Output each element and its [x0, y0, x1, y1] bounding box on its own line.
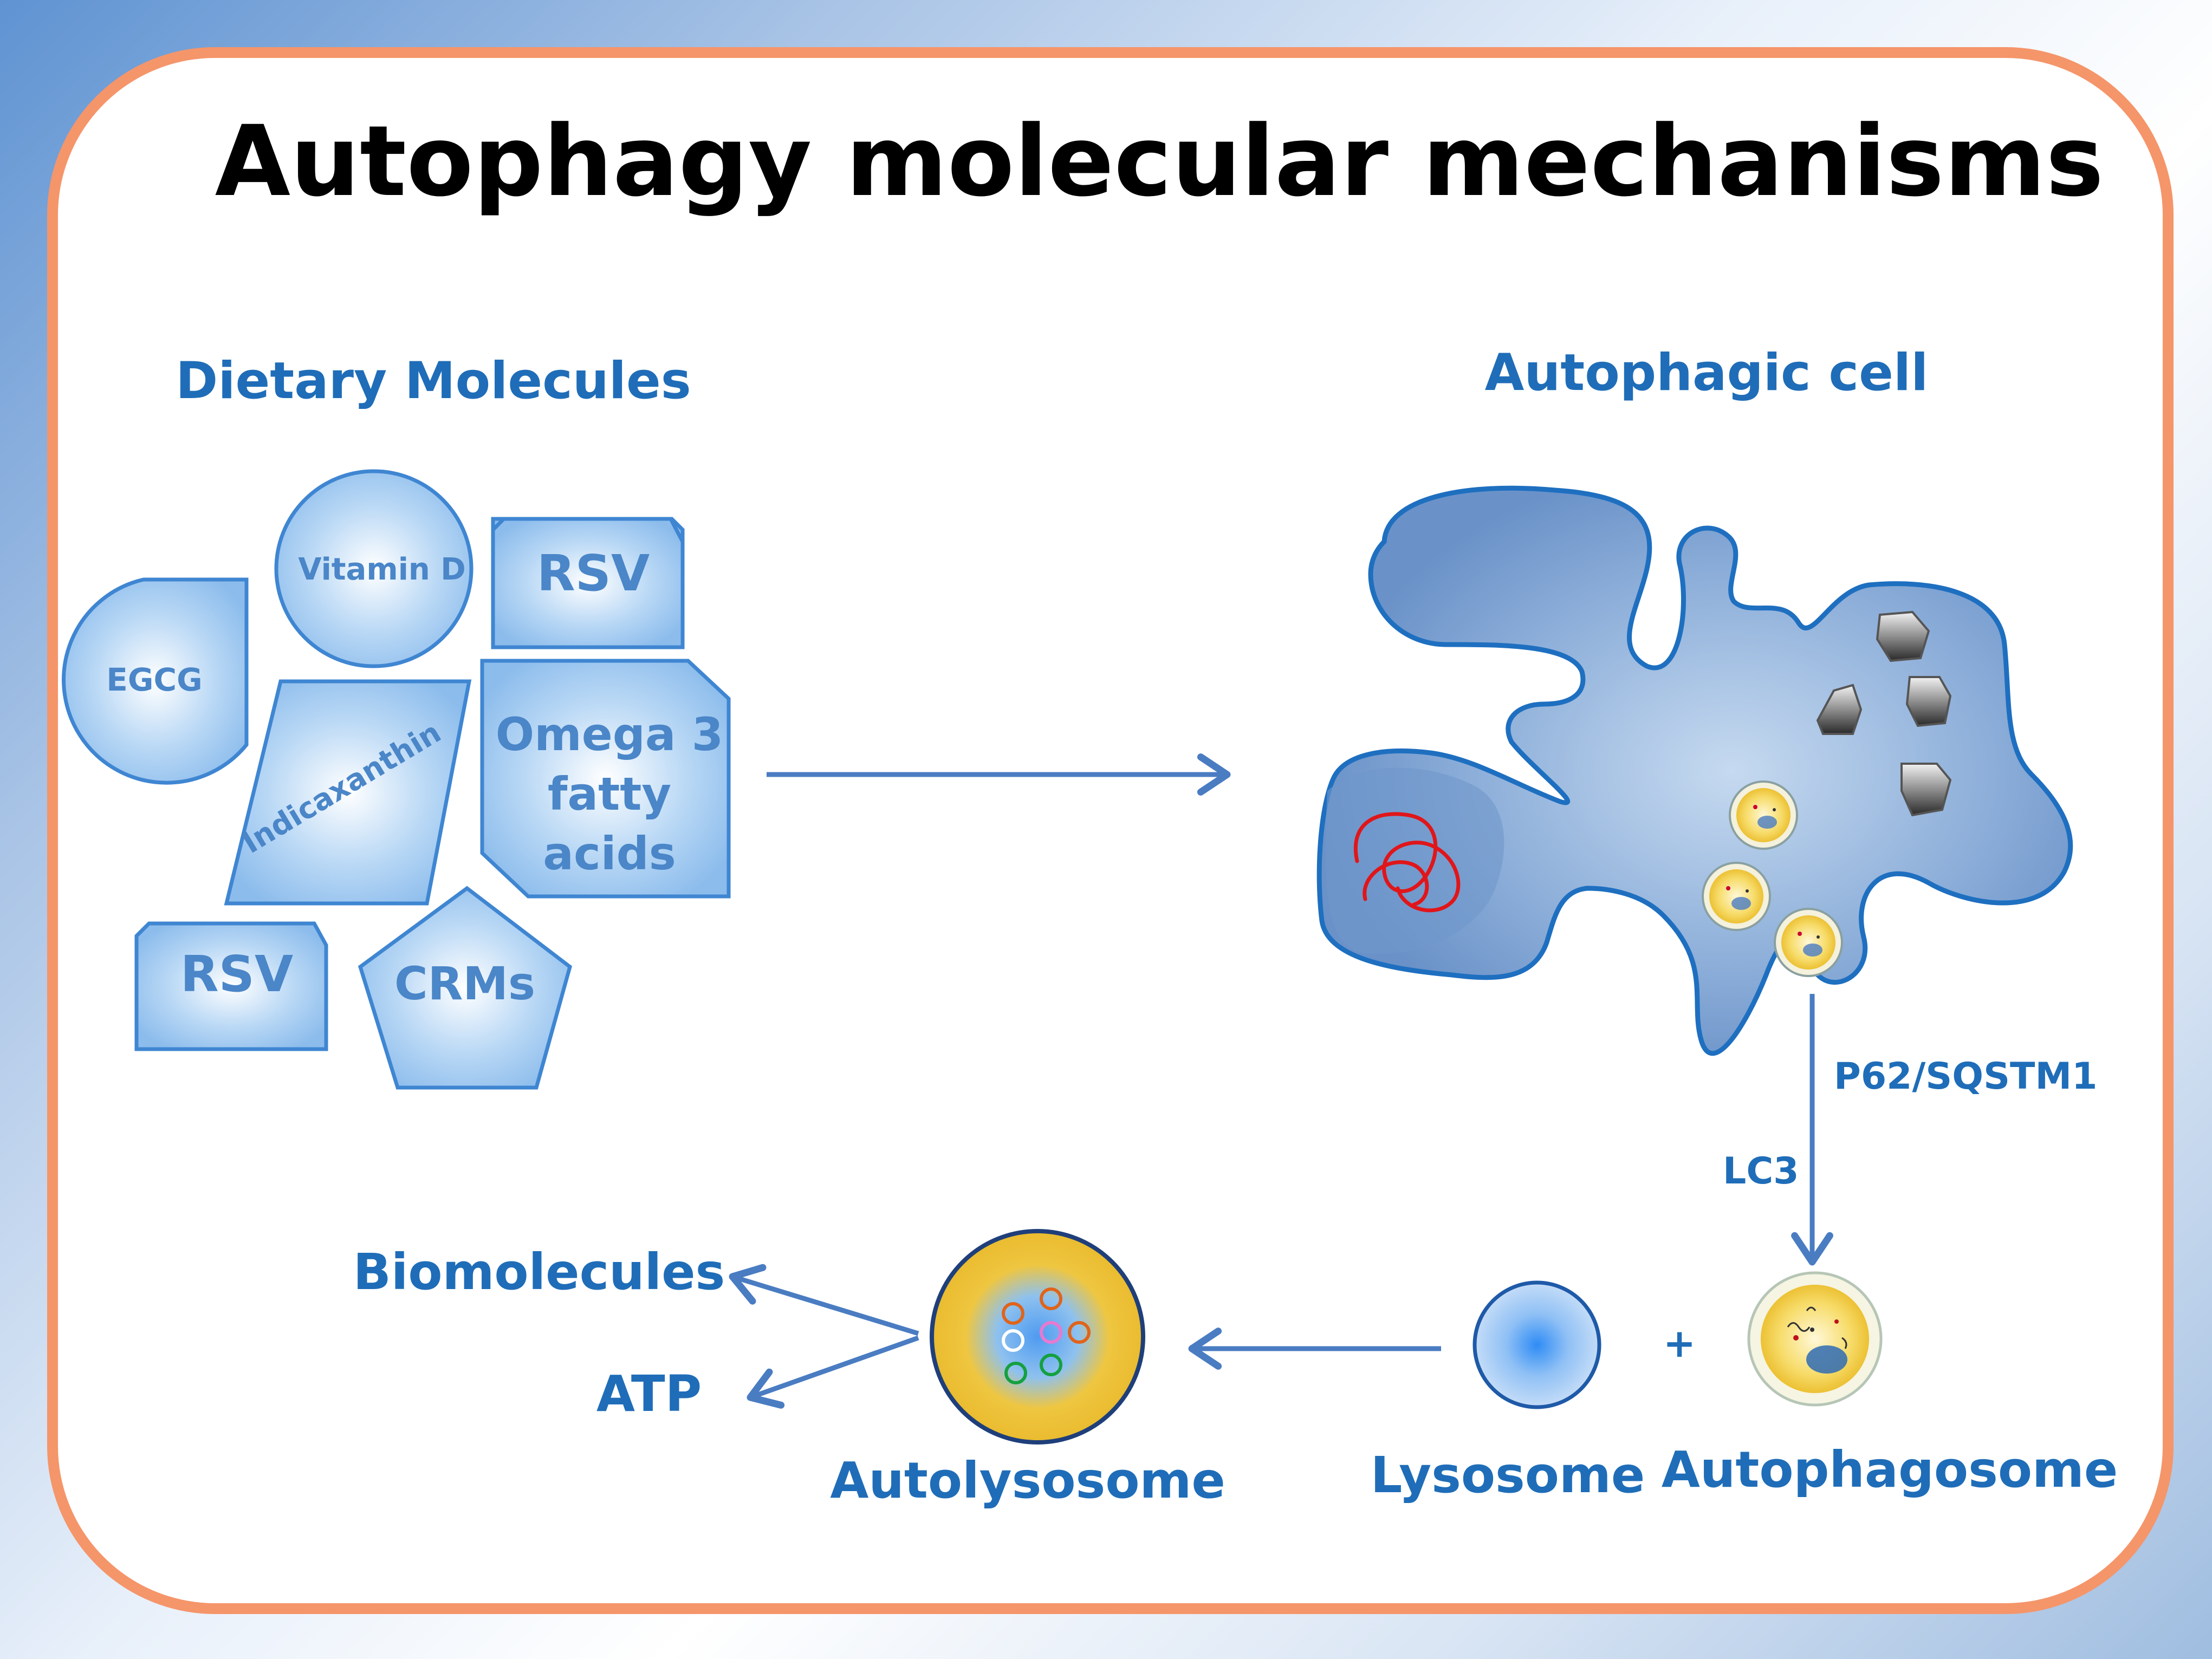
- autophagosome-label: Autophagosome: [1662, 1441, 2118, 1499]
- dietary-molecules-heading: Dietary Molecules: [176, 352, 691, 411]
- crms-shape: [358, 886, 573, 1090]
- atp-label: ATP: [596, 1365, 702, 1423]
- omega3-label-line3: acids: [543, 827, 676, 880]
- p62-label: P62/SQSTM1: [1834, 1055, 2097, 1098]
- autolysosome: [930, 1229, 1145, 1445]
- cell-autophagosome-2: [1702, 862, 1771, 931]
- plus-sign: +: [1663, 1320, 1696, 1366]
- lysosome: [1472, 1280, 1601, 1409]
- autolysosome-label: Autolysosome: [830, 1452, 1225, 1510]
- rsv-top-label: RSV: [537, 544, 650, 602]
- rsv-bottom-shape: [134, 921, 328, 1051]
- page-title: Autophagy molecular mechanisms: [215, 105, 2104, 218]
- vitamin-d-shape: [274, 469, 473, 668]
- autophagosome: [1747, 1271, 1883, 1407]
- rsv-top-outline: [491, 517, 685, 649]
- debris-4: [1900, 763, 1952, 817]
- to-atp-arrow: [747, 1335, 919, 1409]
- lc3-label: LC3: [1723, 1150, 1799, 1193]
- dietary-molecules-cluster: EGCG Vitamin D RSV Indicaxanthin Omega 3…: [62, 469, 731, 1090]
- omega3-shape: [480, 659, 731, 899]
- content-panel: [47, 47, 2174, 1614]
- egcg-label: EGCG: [106, 661, 202, 698]
- lysosome-label: Lysosome: [1371, 1446, 1645, 1504]
- debris-3: [1905, 676, 1952, 727]
- vitamin-d-label: Vitamin D: [298, 552, 466, 587]
- to-biomolecules-arrow: [729, 1264, 919, 1336]
- cell-autophagosome-1: [1729, 780, 1798, 850]
- dna-tangle: [1353, 812, 1461, 913]
- autophagic-cell-heading: Autophagic cell: [1485, 343, 1929, 402]
- biomolecules-label: Biomolecules: [353, 1243, 725, 1301]
- autophagic-cell: [1316, 485, 2073, 1056]
- egcg-shape: [62, 577, 249, 785]
- debris-1: [1876, 610, 1930, 662]
- omega3-label-line2: fatty: [548, 767, 671, 821]
- rsv-bottom-label: RSV: [180, 945, 293, 1003]
- debris-2: [1816, 684, 1863, 735]
- omega3-label-line1: Omega 3: [496, 708, 723, 761]
- nucleus: [1325, 767, 1504, 954]
- cell-autophagosome-3: [1774, 908, 1843, 977]
- indicaxanthin-shape: [224, 679, 472, 906]
- crms-label: CRMs: [394, 957, 535, 1010]
